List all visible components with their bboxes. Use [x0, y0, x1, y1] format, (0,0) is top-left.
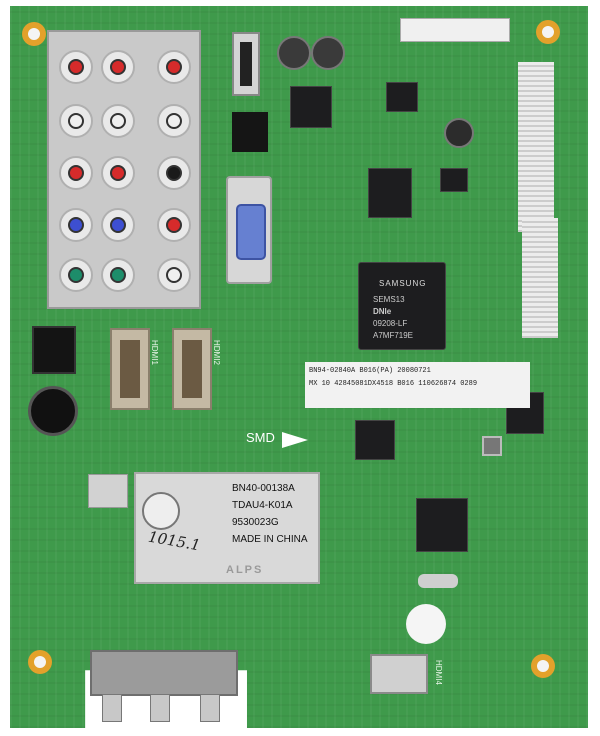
- chip-line2: DNIe: [373, 307, 392, 316]
- s-video-port: [28, 386, 78, 436]
- tuner-line2: TDAU4-K01A: [232, 500, 293, 511]
- rca-jack-red: [157, 50, 191, 84]
- rca-jack-red: [59, 50, 93, 84]
- sticker-line1: BN94-02840A B016(PA) 20080721: [309, 367, 431, 375]
- ic-chip: [355, 420, 395, 460]
- optical-port: [32, 326, 76, 374]
- tuner-antenna-port: [142, 492, 180, 530]
- hdmi4-label: HDMI4: [434, 660, 443, 685]
- ribbon-connector: [518, 62, 554, 232]
- hdmi1-label: HDMI1: [150, 340, 159, 365]
- tuner-module: BN40-00138A TDAU4-K01A 9530023G MADE IN …: [134, 472, 320, 584]
- rca-jack-green: [101, 258, 135, 292]
- chip-line3: 09208-LF: [373, 319, 408, 328]
- vga-port: [226, 176, 272, 284]
- ic-chip: [440, 168, 468, 192]
- capacitor: [444, 118, 474, 148]
- rca-jack-white: [59, 104, 93, 138]
- ic-chip: [368, 168, 412, 218]
- av-jack-panel: [47, 30, 201, 309]
- headphone-jack: [232, 112, 268, 152]
- mounting-hole: [536, 20, 560, 44]
- ribbon-connector: [400, 18, 510, 42]
- hdmi-port: [172, 328, 212, 410]
- rca-jack-red: [59, 156, 93, 190]
- hdmi-port: [110, 328, 150, 410]
- tuner-label: BN40-00138A TDAU4-K01A 9530023G MADE IN …: [232, 480, 308, 548]
- rca-plug: [200, 694, 220, 722]
- ic-chip: [386, 82, 418, 112]
- ribbon-connector: [522, 218, 558, 338]
- rca-jack-blue: [101, 208, 135, 242]
- rca-jack-green: [59, 258, 93, 292]
- hdmi2-label: HDMI2: [212, 340, 221, 365]
- chip-line1: SEMS13: [373, 295, 405, 304]
- rca-jack-red: [101, 50, 135, 84]
- hdmi-port: [370, 654, 428, 694]
- usb-port: [232, 32, 260, 96]
- rca-jack-blue: [59, 208, 93, 242]
- ic-chip: [290, 86, 332, 128]
- rca-jack-white: [157, 104, 191, 138]
- tuner-line3: 9530023G: [232, 517, 279, 528]
- capacitor: [277, 36, 311, 70]
- sticker: [406, 604, 446, 644]
- smd-label: SMD: [246, 430, 275, 445]
- arrow-icon: [282, 432, 308, 448]
- sticker-line2: MX 10 42845081DX4518 B016 110626874 0289: [309, 380, 478, 388]
- chip-line4: A7MF719E: [373, 331, 414, 340]
- push-button: [482, 436, 502, 456]
- rear-av-connector: [90, 650, 238, 696]
- mounting-hole: [22, 22, 46, 46]
- tuner-line1: BN40-00138A: [232, 483, 295, 494]
- rca-jack-white: [157, 258, 191, 292]
- barcode-sticker: BN94-02840A B016(PA) 20080721 MX 10 4284…: [305, 362, 530, 408]
- crystal-oscillator: [418, 574, 458, 588]
- rca-jack-white: [101, 104, 135, 138]
- main-processor-chip: SAMSUNG SEMS13 DNIe 09208-LF A7MF719E: [358, 262, 446, 350]
- mounting-hole: [28, 650, 52, 674]
- rca-jack-red: [157, 208, 191, 242]
- ic-chip: [416, 498, 468, 552]
- rca-jack-red: [101, 156, 135, 190]
- audio-jack-black: [157, 156, 191, 190]
- tuner-line4: MADE IN CHINA: [232, 534, 308, 545]
- tuner-brand: ALPS: [226, 564, 264, 576]
- capacitor: [311, 36, 345, 70]
- rca-plug: [150, 694, 170, 722]
- mounting-hole: [531, 654, 555, 678]
- component-block: [88, 474, 128, 508]
- chip-brand: SAMSUNG: [379, 279, 427, 288]
- rca-plug: [102, 694, 122, 722]
